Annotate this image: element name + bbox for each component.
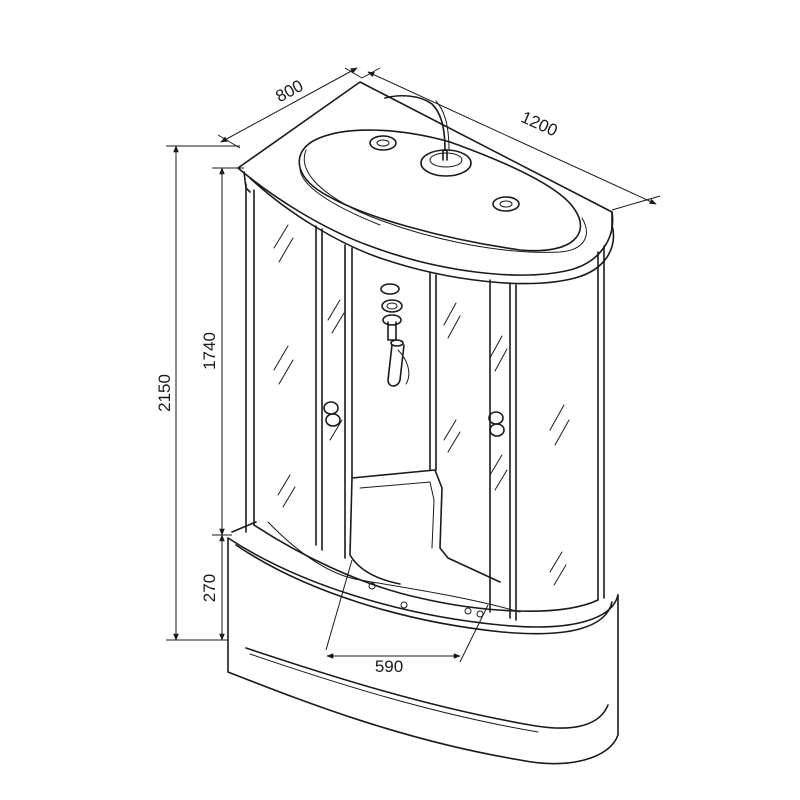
dimension-tray-height: 270 (200, 534, 225, 641)
dimension-cabin-height: 1740 (200, 167, 244, 536)
cabin-frame (245, 183, 605, 621)
dimension-depth-label: 800 (272, 76, 306, 106)
dimension-seat-width: 590 (325, 559, 489, 676)
roof-lamp-left (369, 135, 397, 151)
control-panel (380, 283, 403, 341)
dimension-width: 1200 (361, 67, 661, 211)
roof-lamp-right (492, 196, 520, 212)
dimension-total-height: 2150 (155, 145, 240, 641)
dimension-depth: 800 (217, 67, 363, 149)
door-handle-right (488, 411, 505, 437)
glass-reflections (273, 224, 570, 586)
dimension-seat-width-label: 590 (375, 657, 403, 676)
hand-shower (387, 339, 410, 387)
dimension-cabin-height-label: 1740 (200, 332, 219, 370)
shower-tray (227, 469, 619, 765)
dimension-total-height-label: 2150 (155, 374, 174, 412)
shower-roof (237, 81, 615, 285)
door-handle-left (323, 401, 341, 427)
dimension-width-label: 1200 (518, 108, 560, 141)
dimension-tray-height-label: 270 (200, 574, 219, 602)
